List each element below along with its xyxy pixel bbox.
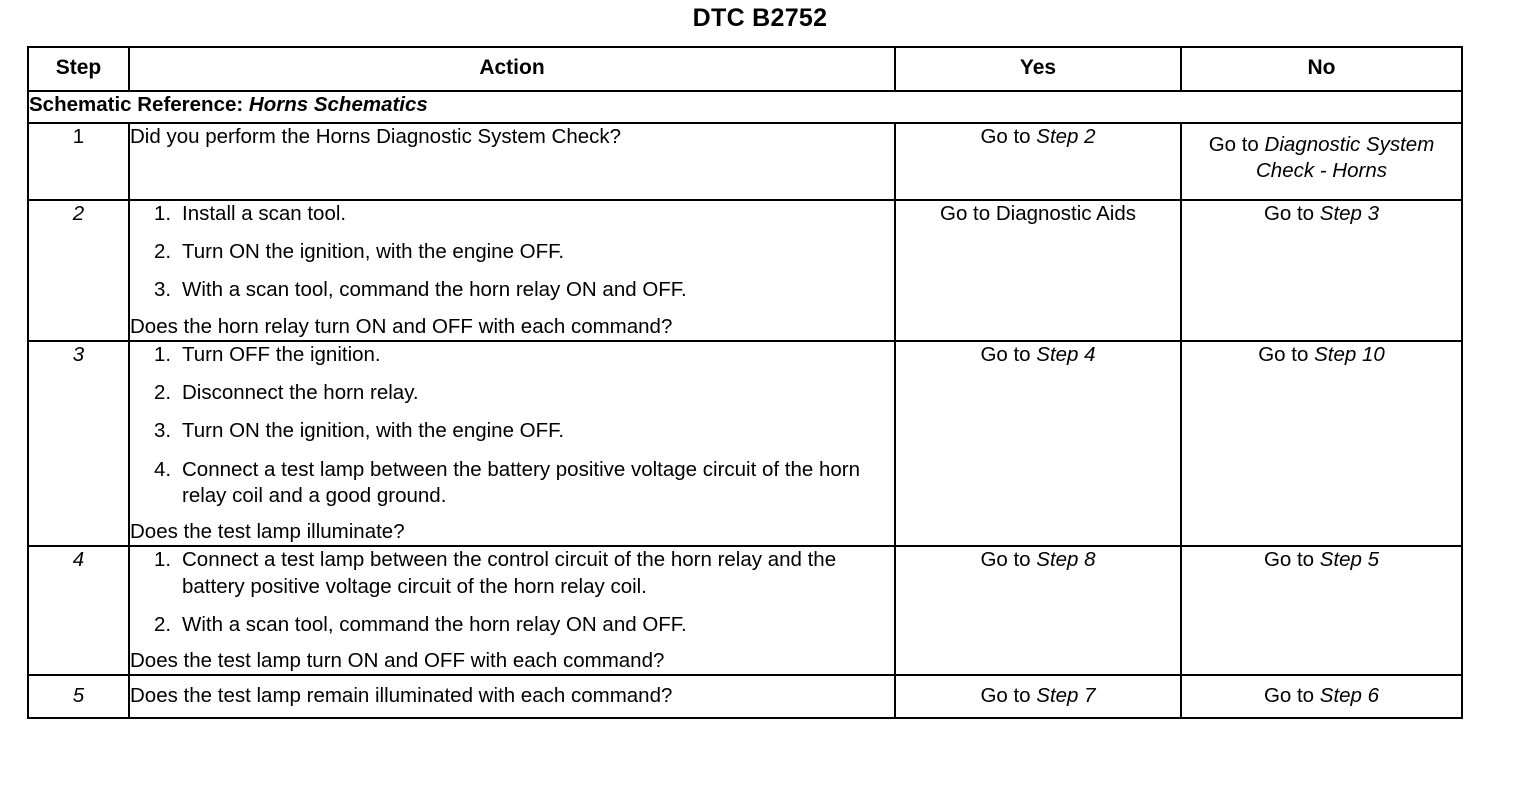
step-action: Does the test lamp remain illuminated wi… xyxy=(128,674,896,719)
step-question: Does the test lamp turn ON and OFF with … xyxy=(130,649,665,673)
answer-no-prefix: Go to xyxy=(1208,133,1265,156)
page-title: DTC B2752 xyxy=(692,4,828,32)
answer-no-reference[interactable]: Step 3 xyxy=(1319,202,1380,225)
answer-yes-reference[interactable]: Step 4 xyxy=(1036,342,1096,366)
substep-item: Connect a test lamp between the battery … xyxy=(154,457,861,507)
column-header-step: Step xyxy=(27,46,130,92)
table-row: 4 Connect a test lamp between the contro… xyxy=(27,545,1463,677)
answer-yes-reference[interactable]: Step 2 xyxy=(1036,125,1096,148)
substep-item: Install a scan tool. xyxy=(154,201,347,227)
table-row: 3 Turn OFF the ignition. Disconnect the … xyxy=(27,339,1463,548)
answer-yes: Go to Diagnostic Aids xyxy=(894,199,1182,342)
table-row: 2 Install a scan tool. Turn ON the ignit… xyxy=(27,199,1463,342)
answer-yes: Go to Step 7 xyxy=(894,674,1182,719)
schematic-reference-link[interactable]: Horns Schematics xyxy=(248,93,428,116)
step-action: Turn OFF the ignition. Disconnect the ho… xyxy=(128,339,896,548)
answer-no-reference[interactable]: Step 10 xyxy=(1314,342,1385,366)
answer-yes-prefix: Go to xyxy=(980,684,1037,708)
answer-yes-reference[interactable]: Step 8 xyxy=(1036,548,1096,572)
substep-item: Turn OFF the ignition. xyxy=(154,342,381,368)
step-question: Does the horn relay turn ON and OFF with… xyxy=(130,314,673,338)
step-question: Does the test lamp illuminate? xyxy=(130,520,405,544)
substep-item: Connect a test lamp between the control … xyxy=(154,547,837,598)
substep-item: Disconnect the horn relay. xyxy=(154,380,419,406)
schematic-reference-cell: Schematic Reference: Horns Schematics xyxy=(27,90,1463,124)
substep-list: Install a scan tool. Turn ON the ignitio… xyxy=(130,201,894,304)
answer-no-prefix: Go to xyxy=(1263,548,1320,572)
table-row: 5 Does the test lamp remain illuminated … xyxy=(27,674,1463,719)
answer-yes-prefix: Go to xyxy=(980,342,1037,366)
answer-no-reference[interactable]: Diagnostic System Check - Horns xyxy=(1255,133,1435,183)
substep-item: With a scan tool, command the horn relay… xyxy=(154,612,687,638)
step-number: 3 xyxy=(27,339,130,548)
answer-no: Go to Step 10 xyxy=(1180,339,1463,548)
answer-no: Go to Step 3 xyxy=(1180,199,1463,342)
answer-no-prefix: Go to xyxy=(1263,684,1320,708)
answer-yes-prefix: Go to xyxy=(980,125,1037,148)
answer-yes: Go to Step 2 xyxy=(894,122,1182,201)
table-body: Schematic Reference: Horns Schematics 1 … xyxy=(27,90,1463,719)
answer-yes: Go to Step 4 xyxy=(894,339,1182,548)
substep-item: With a scan tool, command the horn relay… xyxy=(154,277,687,303)
answer-no: Go to Step 5 xyxy=(1180,545,1463,677)
table-row: 1 Did you perform the Horns Diagnostic S… xyxy=(27,122,1463,201)
diagnostic-table: Step Action Yes No Schematic Reference: … xyxy=(27,46,1463,719)
answer-no-reference[interactable]: Step 5 xyxy=(1319,548,1380,572)
answer-no: Go to Step 6 xyxy=(1180,674,1463,719)
schematic-reference-label: Schematic Reference: xyxy=(29,93,244,116)
table-header-row: Step Action Yes No xyxy=(27,46,1463,92)
step-action: Did you perform the Horns Diagnostic Sys… xyxy=(128,122,896,201)
step-number: 1 xyxy=(27,122,130,201)
step-number: 4 xyxy=(27,545,130,677)
answer-no-prefix: Go to xyxy=(1258,342,1315,366)
step-number: 2 xyxy=(27,199,130,342)
column-header-yes: Yes xyxy=(894,46,1182,92)
column-header-no: No xyxy=(1180,46,1463,92)
answer-no-reference[interactable]: Step 6 xyxy=(1319,684,1380,708)
answer-yes-reference[interactable]: Step 7 xyxy=(1036,684,1096,708)
answer-yes-prefix: Go to Diagnostic Aids xyxy=(940,202,1136,225)
substep-list: Turn OFF the ignition. Disconnect the ho… xyxy=(130,342,894,509)
substep-item: Turn ON the ignition, with the engine OF… xyxy=(154,239,565,265)
schematic-reference-row: Schematic Reference: Horns Schematics xyxy=(27,90,1463,124)
answer-yes: Go to Step 8 xyxy=(894,545,1182,677)
step-question: Does the test lamp remain illuminated wi… xyxy=(130,684,673,708)
step-action: Install a scan tool. Turn ON the ignitio… xyxy=(128,199,896,342)
answer-no-prefix: Go to xyxy=(1263,202,1320,225)
answer-no: Go to Diagnostic System Check - Horns xyxy=(1180,122,1463,201)
column-header-action: Action xyxy=(128,46,896,92)
answer-yes-prefix: Go to xyxy=(980,548,1037,572)
step-action: Connect a test lamp between the control … xyxy=(128,545,896,677)
substep-list: Connect a test lamp between the control … xyxy=(130,547,894,638)
substep-item: Turn ON the ignition, with the engine OF… xyxy=(154,418,565,444)
step-question: Did you perform the Horns Diagnostic Sys… xyxy=(130,125,622,148)
step-number: 5 xyxy=(27,674,130,719)
